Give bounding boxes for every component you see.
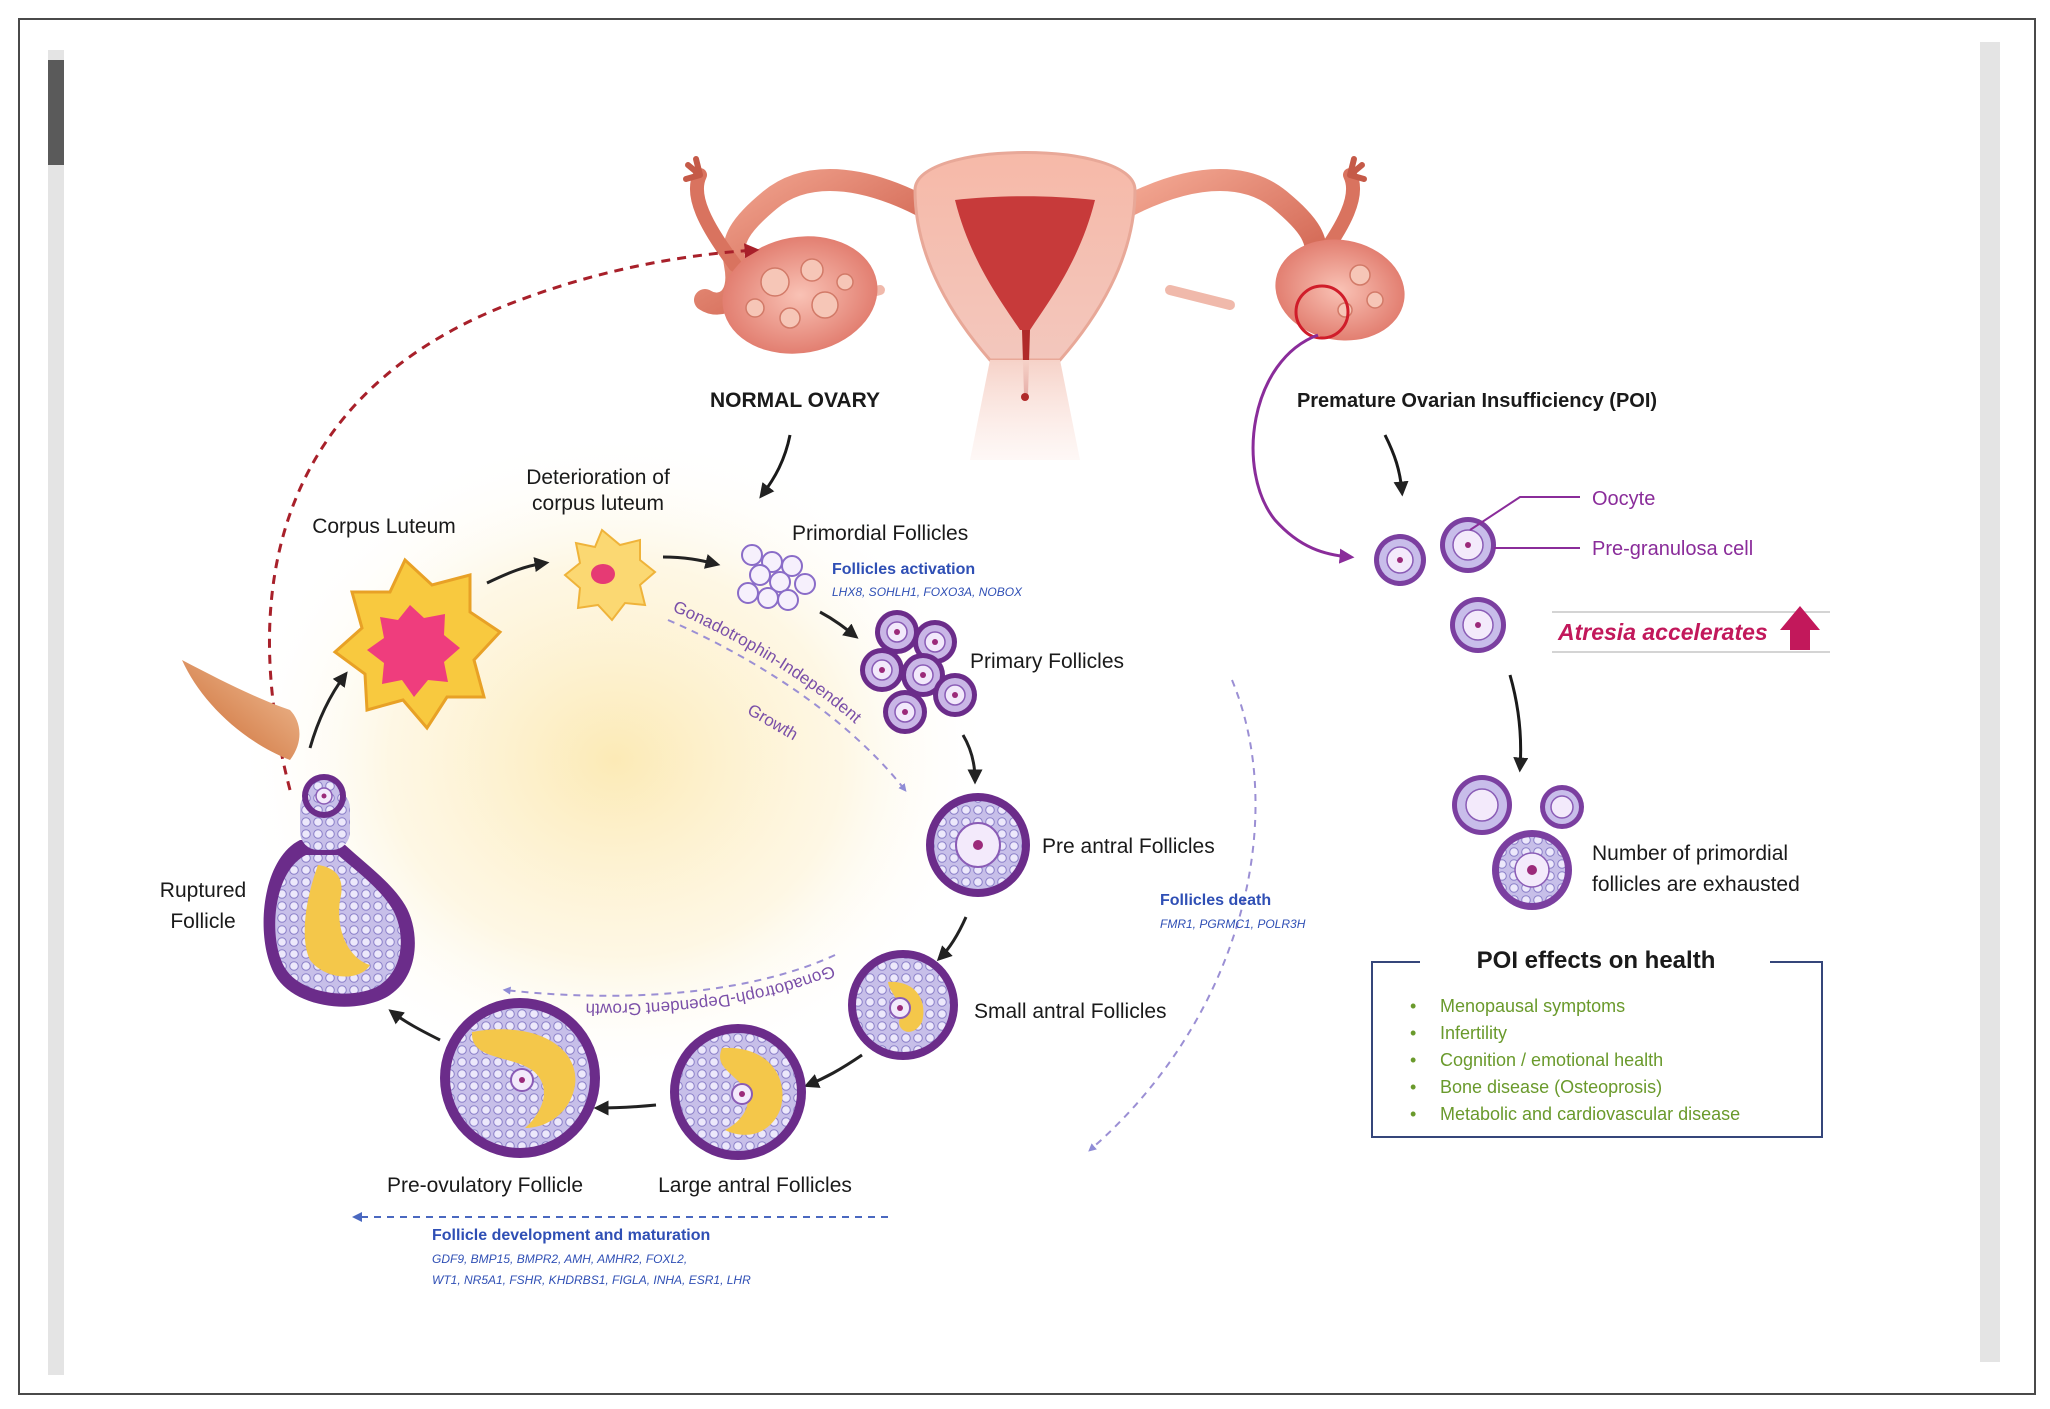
small-antral-follicle-shape — [848, 950, 958, 1060]
oocyte-label: Oocyte — [1592, 488, 1655, 510]
deterioration-label-line1: Deterioration of — [526, 466, 670, 489]
uterus-illustration — [683, 151, 1405, 460]
poi-arrow — [1383, 434, 1409, 497]
preantral-follicle-shape — [926, 793, 1030, 897]
arrow-ruptured-to-cl — [308, 671, 348, 749]
right-scrollbar-track[interactable] — [1980, 42, 2000, 1362]
oocyte-pointer — [1469, 496, 1580, 531]
arrow-small-to-large — [803, 1053, 863, 1088]
arrow-deterioration-to-primordial — [662, 554, 721, 569]
ovulation-return-arrow — [267, 243, 760, 791]
arrow-preovulatory-to-ruptured — [388, 1009, 441, 1042]
poi-primordial-follicles — [1374, 517, 1506, 653]
effects-item: Bone disease (Osteoprosis) — [1440, 1077, 1662, 1097]
preantral-label: Pre antral Follicles — [1042, 835, 1215, 858]
exhausted-label-line1: Number of primordial — [1592, 842, 1788, 865]
activation-title: Follicles activation — [832, 561, 975, 578]
arrow-preantral-to-small — [936, 916, 968, 962]
arrow-primary-to-preantral — [961, 734, 983, 785]
atresia-label: Atresia accelerates — [1557, 619, 1768, 645]
independent-growth-arrow — [667, 619, 907, 792]
small-antral-label: Small antral Follicles — [974, 1000, 1167, 1023]
primordial-label: Primordial Follicles — [792, 522, 968, 545]
poi-title: Premature Ovarian Insufficiency (POI) — [1297, 390, 1657, 412]
poi-ovary-to-follicles-arrow — [1251, 333, 1355, 564]
atresia-up-arrow-icon — [1780, 606, 1820, 650]
poi-effects-box: POI effects on health • Menopausal sympt… — [1371, 947, 1823, 1138]
arrow-primordial-to-primary — [819, 610, 859, 639]
large-antral-label: Large antral Follicles — [658, 1174, 852, 1197]
arrow-large-to-preovulatory — [593, 1100, 657, 1116]
preovulatory-follicle-shape — [440, 998, 600, 1158]
effects-item: Infertility — [1440, 1023, 1507, 1043]
corpus-luteum-shape — [332, 557, 503, 731]
effects-bullet: • — [1410, 1104, 1416, 1124]
poi-ovary-shape — [1275, 239, 1405, 341]
left-scrollbar-track[interactable] — [48, 50, 64, 1375]
ruptured-label-line2: Follicle — [170, 910, 235, 933]
deterioration-label-line2: corpus luteum — [532, 492, 664, 515]
ruptured-follicle-shape — [182, 660, 415, 1007]
corpus-luteum-label: Corpus Luteum — [312, 515, 456, 538]
effects-item: Menopausal symptoms — [1440, 996, 1625, 1016]
normal-ovary-label: NORMAL OVARY — [710, 389, 880, 412]
development-genes-line2: WT1, NR5A1, FSHR, KHDRBS1, FIGLA, INHA, … — [432, 1273, 751, 1287]
activation-genes: LHX8, SOHLH1, FOXO3A, NOBOX — [832, 585, 1023, 599]
arrow-cl-to-deterioration — [486, 557, 550, 585]
follicles-death-arrow — [1088, 679, 1257, 1152]
development-genes-line1: GDF9, BMP15, BMPR2, AMH, AMHR2, FOXL2, — [432, 1252, 687, 1266]
poi-ovary-highlight — [1294, 284, 1350, 340]
effects-bullet: • — [1410, 1077, 1416, 1097]
left-scrollbar-thumb[interactable] — [48, 60, 64, 165]
effects-title: POI effects on health — [1477, 947, 1716, 974]
death-title: Follicles death — [1160, 892, 1271, 909]
effects-bullet: • — [1410, 1050, 1416, 1070]
atresia-banner: Atresia accelerates — [1552, 606, 1830, 653]
dependent-growth-arrow — [502, 954, 836, 997]
primary-label: Primary Follicles — [970, 650, 1124, 673]
exhausted-label-line2: follicles are exhausted — [1592, 873, 1800, 896]
death-genes: FMR1, PGRMC1, POLR3H — [1160, 917, 1306, 931]
poi-down-arrow — [1508, 674, 1529, 773]
preovulatory-label: Pre-ovulatory Follicle — [387, 1174, 583, 1197]
pre-granulosa-label: Pre-granulosa cell — [1592, 538, 1753, 560]
normal-ovary-arrow — [759, 434, 792, 499]
poi-exhausted-follicles — [1452, 775, 1584, 910]
effects-item: Metabolic and cardiovascular disease — [1440, 1104, 1740, 1124]
normal-ovary-shape — [722, 236, 878, 354]
effects-bullet: • — [1410, 1023, 1416, 1043]
deteriorating-corpus-luteum-shape — [563, 528, 657, 622]
effects-bullet: • — [1410, 996, 1416, 1016]
effects-item: Cognition / emotional health — [1440, 1050, 1663, 1070]
large-antral-follicle-shape — [670, 1024, 806, 1160]
development-title: Follicle development and maturation — [432, 1227, 710, 1244]
effects-list: • Menopausal symptoms • Infertility • Co… — [1410, 996, 1740, 1124]
ruptured-label-line1: Ruptured — [160, 879, 246, 902]
